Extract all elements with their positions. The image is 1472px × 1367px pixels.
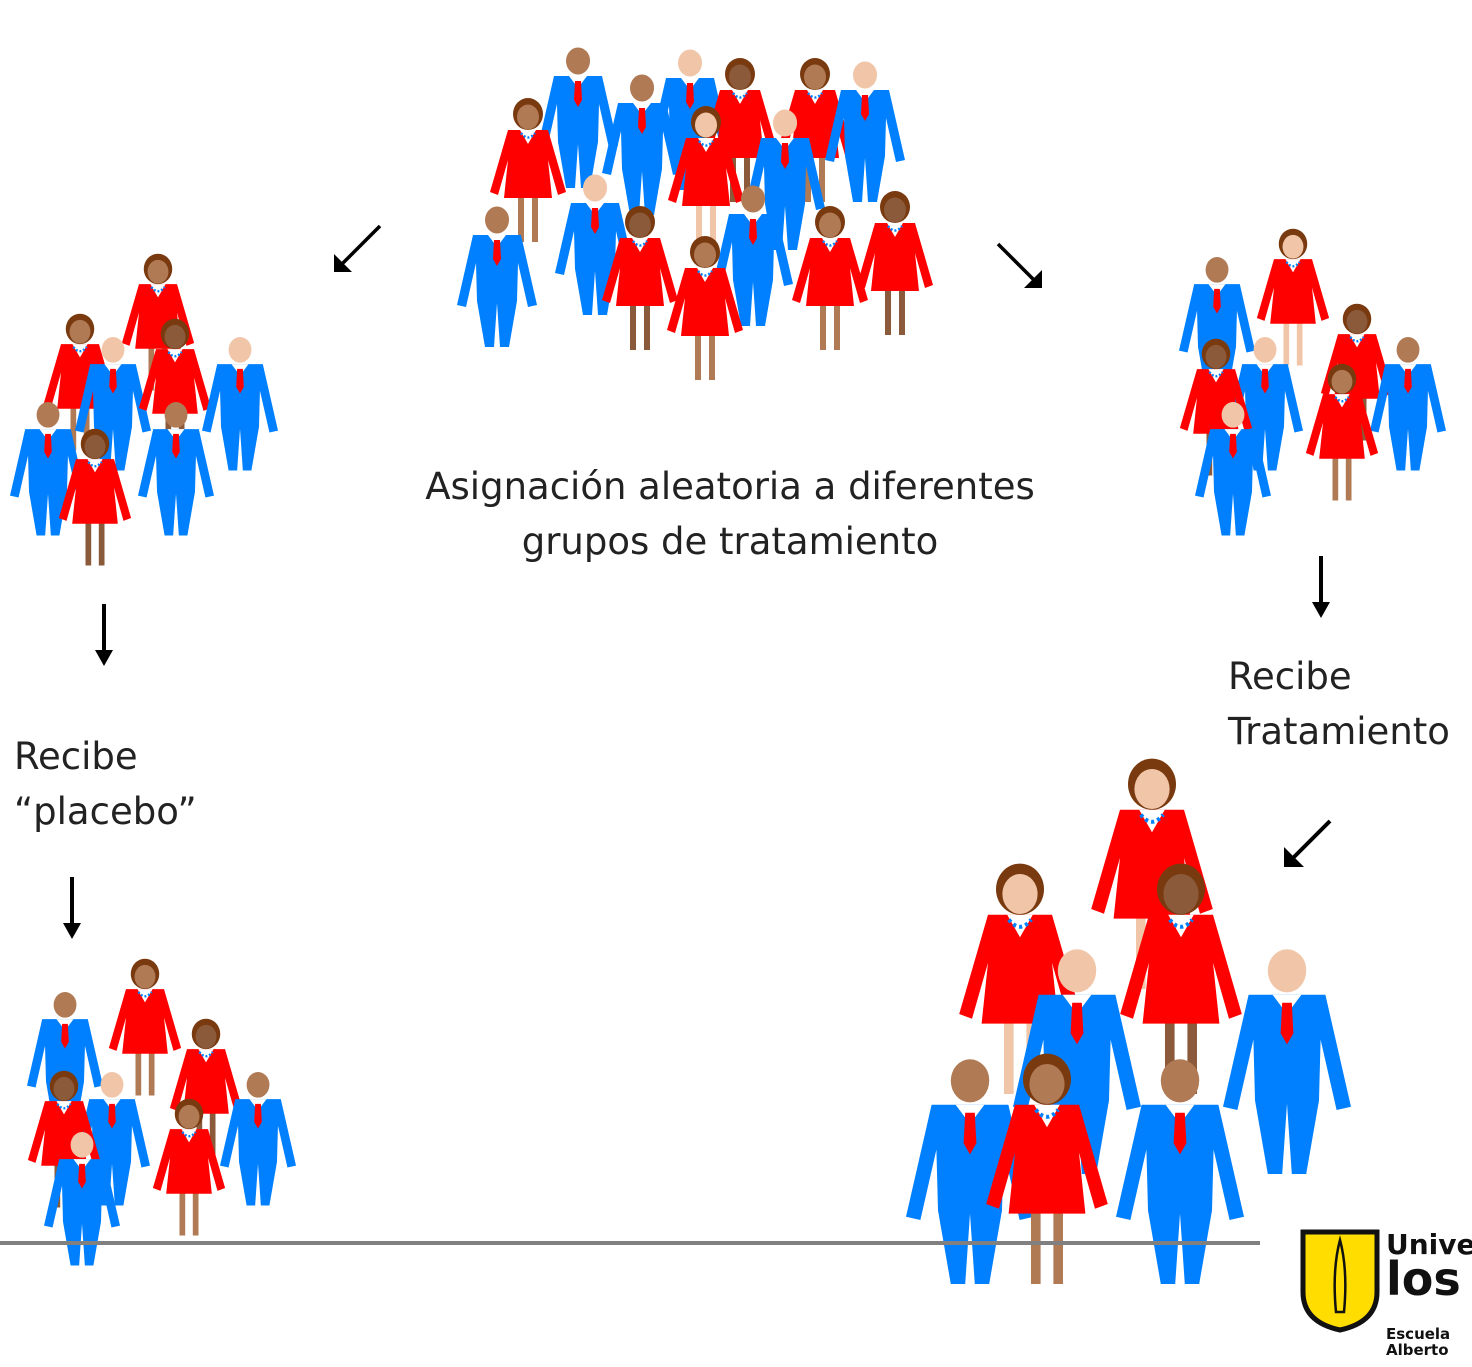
- person-woman-icon: [108, 958, 182, 1096]
- placebo-label-line-1: Recibe: [14, 735, 138, 778]
- caption-line-1: Asignación aleatoria a diferentes: [425, 465, 1035, 508]
- arrow-down-icon: [63, 877, 81, 939]
- person-man-icon: [602, 74, 682, 215]
- person-man-icon: [1223, 949, 1351, 1174]
- person-woman-icon: [169, 1018, 243, 1156]
- person-man-icon: [825, 61, 905, 202]
- caption-line-2: grupos de tratamiento: [521, 519, 939, 563]
- person-man-icon: [75, 337, 151, 471]
- person-man-icon: [1116, 1059, 1244, 1284]
- treatment-label-line-2: Tratamiento: [1228, 709, 1450, 753]
- arrow-down-icon: [1312, 556, 1330, 618]
- logo-text-school-line-1: Escuela: [1386, 1325, 1451, 1343]
- arrow-down-right-icon: [996, 242, 1042, 288]
- person-man-icon: [538, 47, 618, 188]
- person-man-icon: [713, 185, 793, 326]
- person-man-icon: [1227, 337, 1303, 471]
- treatment-label: Recibe Tratamiento: [1228, 650, 1450, 760]
- person-woman-icon: [1120, 863, 1242, 1094]
- randomization-caption: Asignación aleatoria a diferentes grupos…: [330, 460, 1130, 570]
- person-man-icon: [650, 49, 730, 190]
- person-man-icon: [220, 1072, 296, 1206]
- person-man-icon: [555, 174, 635, 315]
- arrow-down-left-icon: [334, 224, 382, 272]
- person-man-icon: [9, 402, 86, 536]
- person-woman-icon: [668, 106, 744, 250]
- person-woman-icon: [1305, 363, 1379, 501]
- person-woman-icon: [792, 206, 868, 350]
- person-woman-icon: [986, 1053, 1108, 1284]
- person-man-icon: [1013, 949, 1141, 1174]
- logo-text-los: los: [1386, 1252, 1461, 1306]
- person-woman-icon: [1179, 338, 1253, 476]
- person-man-icon: [202, 337, 278, 471]
- person-woman-icon: [667, 236, 743, 380]
- logo-text-university: Unive: [1386, 1228, 1472, 1261]
- person-man-icon: [457, 206, 537, 347]
- person-man-icon: [74, 1072, 150, 1206]
- logo-text-school: Escuela Alberto: [1386, 1325, 1451, 1359]
- arrow-down-left-icon: [1284, 819, 1332, 867]
- person-man-icon: [1179, 257, 1255, 391]
- placebo-label-line-2: “placebo”: [14, 789, 197, 833]
- person-man-icon: [1195, 402, 1271, 536]
- logo-text-school-line-2: Alberto: [1386, 1340, 1449, 1359]
- treatment-label-line-1: Recibe: [1228, 655, 1352, 698]
- person-woman-icon: [58, 428, 132, 566]
- person-woman-icon: [152, 1098, 226, 1236]
- person-man-icon: [138, 402, 214, 536]
- person-man-icon: [745, 109, 825, 250]
- person-woman-icon: [138, 318, 212, 456]
- person-man-icon: [44, 1132, 120, 1266]
- person-woman-icon: [1256, 228, 1330, 366]
- arrow-down-icon: [95, 604, 113, 666]
- person-woman-icon: [490, 98, 566, 242]
- person-woman-icon: [602, 206, 678, 350]
- placebo-label: Recibe “placebo”: [14, 730, 197, 840]
- university-shield-icon: [1300, 1229, 1380, 1333]
- person-woman-icon: [857, 191, 933, 335]
- person-man-icon: [1370, 337, 1446, 471]
